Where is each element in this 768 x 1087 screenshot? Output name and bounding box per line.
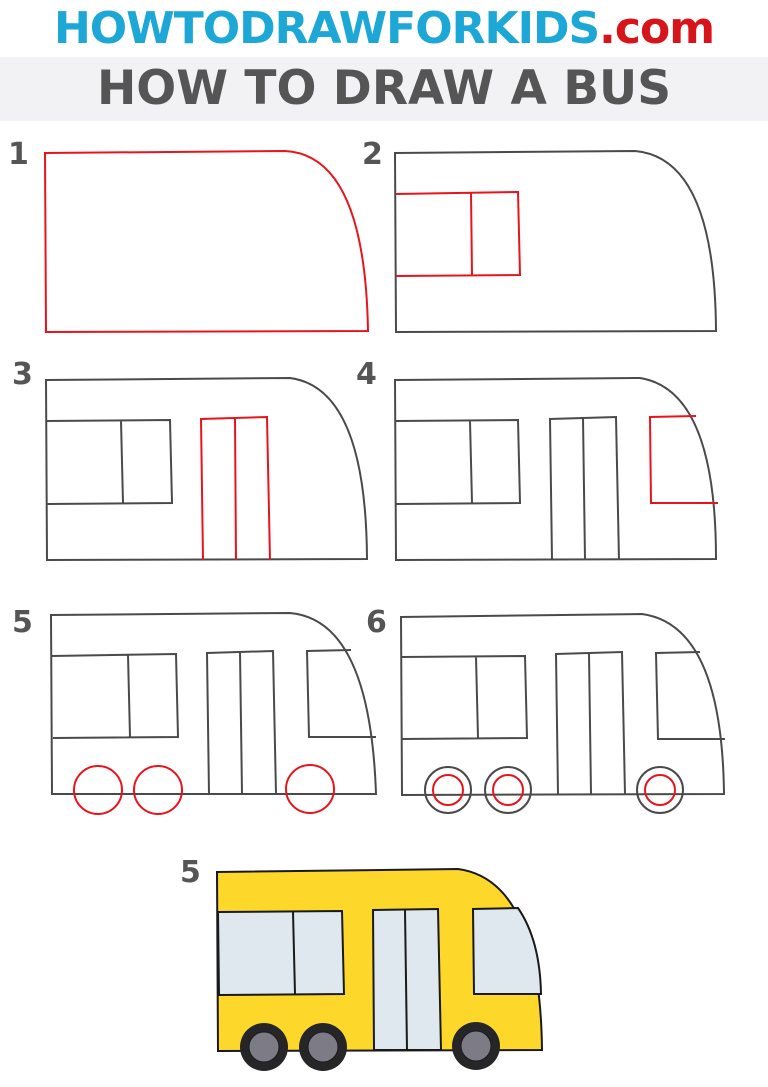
site-logo: HOWTODRAWFORKIDS.com <box>0 2 768 56</box>
step-number-1: 1 <box>8 137 29 172</box>
step-number-2: 2 <box>362 137 383 172</box>
step-number-5: 5 <box>12 605 33 640</box>
site-tld: .com <box>599 3 715 54</box>
title-band <box>0 57 768 121</box>
step-number-4: 4 <box>356 357 377 392</box>
step-number-final: 5 <box>180 855 201 890</box>
site-name: HOWTODRAWFORKIDS <box>53 3 600 54</box>
page-title: HOW TO DRAW A BUS <box>96 61 672 116</box>
step-number-6: 6 <box>366 605 387 640</box>
step-number-3: 3 <box>12 357 33 392</box>
